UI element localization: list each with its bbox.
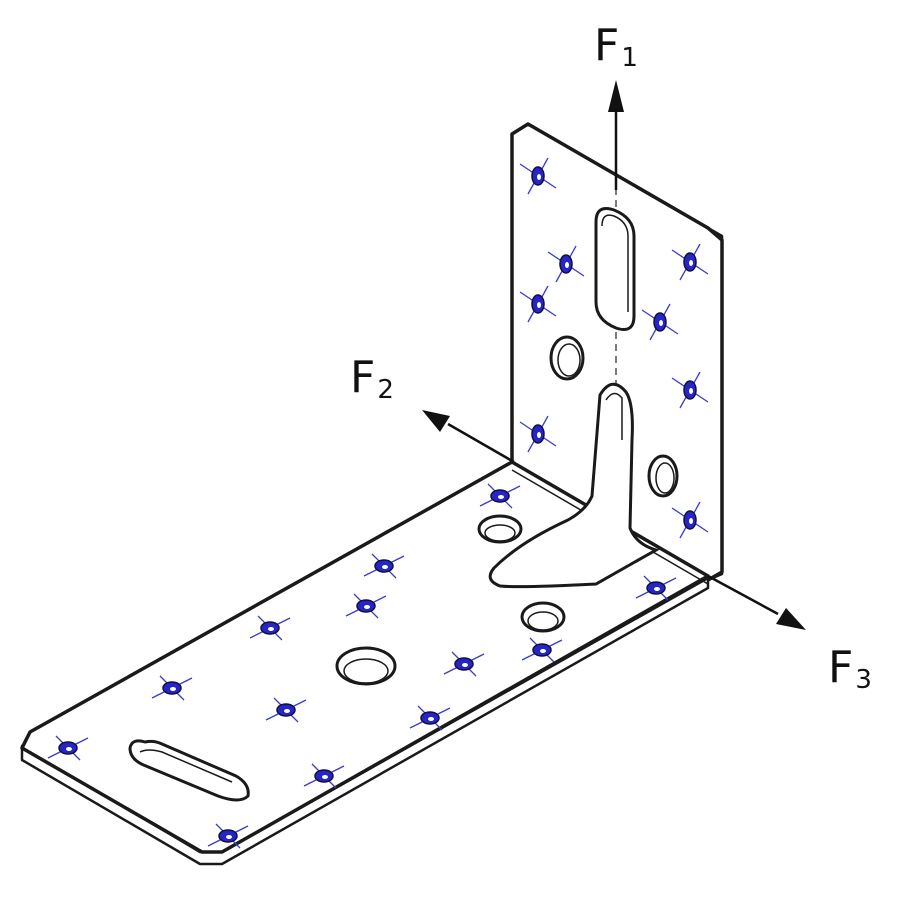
round-hole-horizontal-1 — [477, 514, 523, 544]
nail-hole-vertical — [671, 243, 709, 281]
round-hole-upper — [549, 335, 585, 381]
horizontal-slot — [128, 739, 250, 802]
vertical-slot — [594, 207, 636, 331]
nail-hole-horizontal — [521, 637, 563, 663]
nail-hole-horizontal — [47, 735, 89, 761]
nail-hole-horizontal — [303, 763, 345, 789]
reinforcement-rib — [488, 382, 660, 589]
nail-hole-vertical — [519, 157, 557, 195]
force-arrow-f1 — [608, 80, 624, 190]
nail-hole-horizontal — [151, 675, 193, 701]
nail-hole-vertical — [671, 501, 709, 539]
nail-hole-horizontal — [207, 823, 249, 849]
nail-hole-vertical — [519, 285, 557, 323]
nail-hole-horizontal — [363, 553, 405, 579]
nail-hole-vertical — [671, 371, 709, 409]
round-hole-right — [647, 454, 679, 498]
nail-hole-horizontal — [265, 697, 307, 723]
force-label-f2: F2 — [350, 352, 394, 405]
nail-hole-horizontal — [635, 575, 677, 601]
nail-hole-vertical — [641, 303, 679, 341]
nail-hole-vertical — [519, 415, 557, 453]
nail-hole-horizontal — [345, 593, 387, 619]
force-arrow-f3 — [707, 574, 806, 630]
force-arrow-f2 — [422, 410, 515, 464]
nail-hole-horizontal — [443, 651, 485, 677]
force-label-f1: F1 — [594, 20, 638, 73]
nail-holes — [47, 157, 709, 849]
nail-hole-horizontal — [249, 615, 291, 641]
nail-hole-horizontal — [479, 483, 521, 509]
nail-hole-horizontal — [409, 705, 451, 731]
round-hole-horizontal-3 — [335, 646, 397, 686]
nail-hole-vertical — [547, 245, 585, 283]
force-label-f3: F3 — [828, 642, 872, 695]
round-hole-horizontal-2 — [520, 601, 566, 633]
